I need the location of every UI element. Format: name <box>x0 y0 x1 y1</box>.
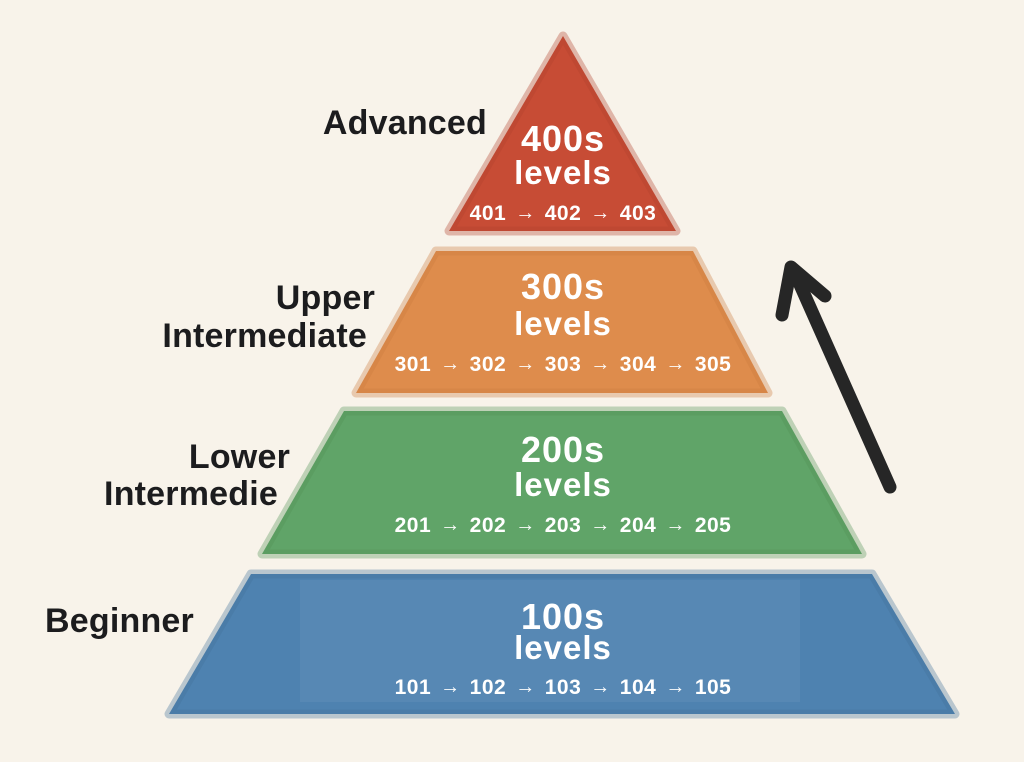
label-advanced: Advanced <box>322 104 487 142</box>
level-code: 205 <box>694 514 732 537</box>
level-400s-subheading: levels <box>514 154 612 191</box>
level-code: 304 <box>619 353 657 376</box>
label-upper-intermediate-line1: Upper <box>275 279 375 317</box>
label-upper-intermediate-line2: Intermediate <box>162 317 367 355</box>
level-100s-heading: 100s <box>520 596 606 637</box>
level-400s-shape <box>449 36 676 231</box>
level-code: 302 <box>469 353 507 376</box>
right-arrow-glyph: → <box>665 514 686 536</box>
level-400s-heading: 400s <box>520 118 606 159</box>
level-100s-subheading: levels <box>514 629 612 666</box>
right-arrow-glyph: → <box>440 353 461 375</box>
level-code: 204 <box>619 514 657 537</box>
right-arrow-glyph: → <box>590 202 611 224</box>
level-code: 401 <box>469 202 507 225</box>
right-arrow-glyph: → <box>665 353 686 375</box>
level-200s-shape <box>262 411 862 554</box>
upward-arrow-icon <box>775 260 897 494</box>
right-arrow-glyph: → <box>515 676 536 698</box>
level-300s-heading: 300s <box>520 266 606 307</box>
level-code: 303 <box>544 353 582 376</box>
level-code: 301 <box>394 353 432 376</box>
upward-arrow-shaft <box>790 271 897 494</box>
right-arrow-glyph: → <box>665 676 686 698</box>
upward-arrow-head <box>775 260 832 322</box>
level-100s-sequence: 101 → 102 → 103 → 104 → 105 <box>63 675 1024 701</box>
level-400s-sequence: 401 → 402 → 403 <box>63 201 1024 227</box>
level-code: 101 <box>394 676 432 699</box>
level-code: 104 <box>619 676 657 699</box>
level-200s-subheading: levels <box>514 466 612 503</box>
level-100s-shape <box>169 574 955 714</box>
light-patch <box>300 580 800 702</box>
right-arrow-glyph: → <box>515 514 536 536</box>
right-arrow-glyph: → <box>590 353 611 375</box>
level-200s-sequence: 201 → 202 → 203 → 204 → 205 <box>63 513 1024 539</box>
level-300s-shape <box>356 251 768 393</box>
level-code: 201 <box>394 514 432 537</box>
level-300s-sequence: 301 → 302 → 303 → 304 → 305 <box>63 352 1024 378</box>
level-400s-rim <box>444 31 681 236</box>
level-code: 203 <box>544 514 582 537</box>
level-code: 102 <box>469 676 507 699</box>
level-code: 103 <box>544 676 582 699</box>
right-arrow-glyph: → <box>590 676 611 698</box>
level-300s-rim <box>351 246 773 398</box>
label-lower-intermedie-line2: Intermedie <box>104 475 278 513</box>
right-arrow-glyph: → <box>440 676 461 698</box>
right-arrow-glyph: → <box>590 514 611 536</box>
right-arrow-glyph: → <box>515 353 536 375</box>
level-code: 305 <box>694 353 732 376</box>
label-lower-intermedie-line1: Lower <box>188 438 290 476</box>
level-code: 402 <box>544 202 582 225</box>
level-code: 403 <box>619 202 657 225</box>
right-arrow-glyph: → <box>440 514 461 536</box>
level-code: 202 <box>469 514 507 537</box>
label-beginner: Beginner <box>45 602 194 640</box>
level-code: 105 <box>694 676 732 699</box>
level-100s-rim <box>164 569 960 719</box>
level-200s-heading: 200s <box>520 429 606 470</box>
level-300s-subheading: levels <box>514 305 612 342</box>
level-200s-rim <box>257 406 867 559</box>
right-arrow-glyph: → <box>515 202 536 224</box>
